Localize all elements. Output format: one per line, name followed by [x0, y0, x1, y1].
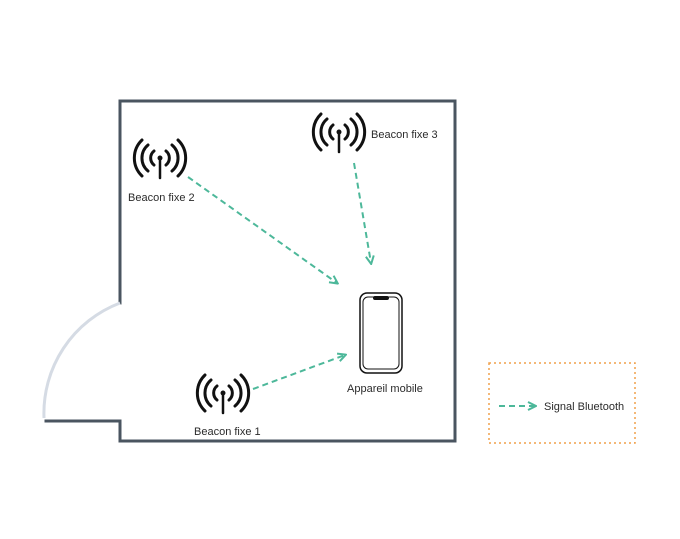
signal-arrows [187, 162, 371, 390]
beacon-fixe-1: Beacon fixe 1 [194, 373, 261, 438]
mobile-device: Appareil mobile [347, 292, 423, 395]
smartphone-icon [359, 292, 403, 374]
beacon-fixe-2: Beacon fixe 2 [128, 138, 195, 204]
room-walls [44, 99, 457, 443]
beacon-label: Beacon fixe 2 [128, 192, 195, 204]
antenna-icon [132, 138, 188, 180]
legend: Signal Bluetooth [488, 362, 636, 444]
legend-signal-label: Signal Bluetooth [544, 401, 624, 413]
legend-box [488, 362, 636, 444]
signal-arrow-beacon-1 [252, 355, 345, 390]
beacon-label: Beacon fixe 1 [194, 426, 261, 438]
antenna-icon [195, 373, 251, 415]
beacon-fixe-3: Beacon fixe 3 [311, 112, 438, 154]
device-label: Appareil mobile [347, 383, 423, 395]
beacon-label: Beacon fixe 3 [371, 129, 438, 141]
antenna-icon [311, 112, 367, 154]
door-swing-arc [42, 301, 121, 419]
signal-arrow-beacon-2 [187, 176, 337, 283]
signal-arrow-beacon-3 [353, 162, 371, 263]
